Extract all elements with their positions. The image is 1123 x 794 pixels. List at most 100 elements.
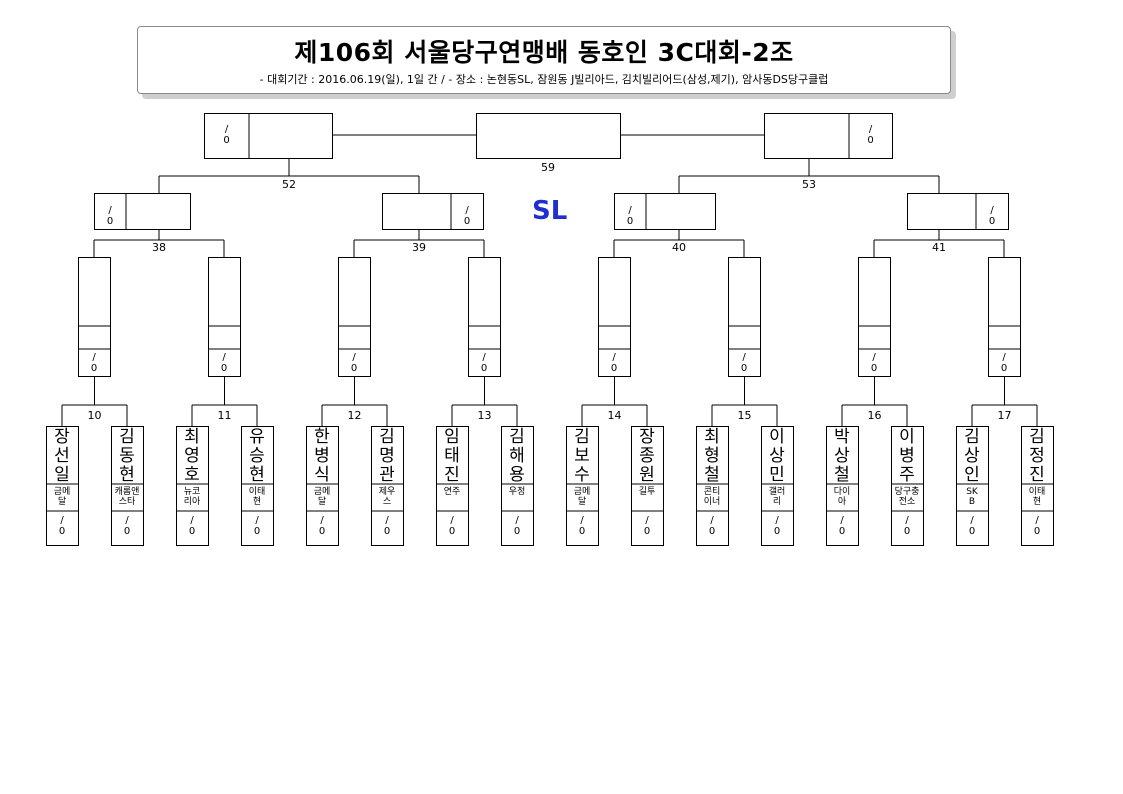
player-name-char: 상 — [769, 446, 785, 466]
player-name-char: 수 — [574, 465, 590, 485]
player-name-char: 용 — [509, 465, 525, 485]
match-number: 17 — [997, 409, 1012, 422]
player-name-char: 유 — [249, 427, 265, 447]
player-name-char: 임 — [444, 427, 460, 447]
player-name-char: 박 — [834, 427, 850, 447]
score-slot: / 0 — [90, 352, 98, 374]
round2-box — [728, 257, 761, 377]
player-name-char: 철 — [704, 465, 720, 485]
score-slot: / 0 — [480, 352, 488, 374]
player-name-char: 승 — [249, 446, 265, 466]
player-name-char: 일 — [54, 465, 70, 485]
quarter-box — [614, 193, 716, 230]
player-name-char: 김 — [964, 427, 980, 447]
player-name-char: 태 — [444, 446, 460, 466]
player-box — [46, 426, 79, 546]
player-club: 이태 현 — [248, 487, 266, 507]
player-club: 연주 — [443, 487, 461, 497]
player-box — [371, 426, 404, 546]
player-name-char: 원 — [639, 465, 655, 485]
player-name-char: 영 — [184, 446, 200, 466]
round2-box — [988, 257, 1021, 377]
score-slot: / 0 — [610, 352, 618, 374]
match-number: 52 — [282, 178, 296, 191]
player-club: 콘티 이너 — [703, 487, 721, 507]
player-name-char: 해 — [509, 446, 525, 466]
score-slot: / 0 — [220, 352, 228, 374]
score-slot: / 0 — [513, 515, 521, 537]
score-slot: / 0 — [383, 515, 391, 537]
player-club: 캐롬앤 스타 — [114, 487, 140, 507]
quarter-box — [382, 193, 484, 230]
score-slot: / 0 — [58, 515, 66, 537]
score-slot: / 0 — [123, 515, 131, 537]
player-box — [826, 426, 859, 546]
player-name-char: 김 — [1029, 427, 1045, 447]
round2-box — [598, 257, 631, 377]
match-number: 10 — [87, 409, 102, 422]
score-slot: / 0 — [578, 515, 586, 537]
match-number: 12 — [347, 409, 362, 422]
score-slot: / 0 — [643, 515, 651, 537]
player-box — [176, 426, 209, 546]
player-club: 뉴코 리아 — [183, 487, 201, 507]
player-name-char: 이 — [769, 427, 785, 447]
tournament-info: - 대회기간 : 2016.06.19(일), 1일 간 / - 장소 : 논현… — [259, 73, 829, 86]
score-slot: / 0 — [1033, 515, 1041, 537]
venue-mark: SL — [532, 196, 568, 226]
match-number: 41 — [932, 241, 946, 254]
score-slot: / 0 — [1000, 352, 1008, 374]
player-box — [696, 426, 729, 546]
score-slot: / 0 — [188, 515, 196, 537]
player-club: 갤러 리 — [768, 487, 786, 507]
player-name-char: 김 — [119, 427, 135, 447]
player-club: 우정 — [508, 487, 526, 497]
player-box — [241, 426, 274, 546]
player-club: 금메 달 — [313, 487, 331, 507]
player-name-char: 진 — [1029, 465, 1045, 485]
player-club: 다이 아 — [833, 487, 851, 507]
match-number: 59 — [541, 161, 555, 174]
player-box — [761, 426, 794, 546]
player-club: 당구충 전소 — [894, 487, 920, 507]
title-box: 제106회 서울당구연맹배 동호인 3C대회-2조 - 대회기간 : 2016.… — [137, 26, 951, 94]
match-number: 15 — [737, 409, 752, 422]
player-name-char: 철 — [834, 465, 850, 485]
score-slot: / 0 — [773, 515, 781, 537]
player-name-char: 김 — [574, 427, 590, 447]
player-name-char: 병 — [314, 446, 330, 466]
score-slot: / 0 — [223, 124, 230, 146]
player-name-char: 장 — [639, 427, 655, 447]
match-number: 38 — [152, 241, 166, 254]
quarter-box — [907, 193, 1009, 230]
player-name-char: 형 — [704, 446, 720, 466]
score-slot: / 0 — [463, 205, 471, 227]
player-name-char: 현 — [249, 465, 265, 485]
score-slot: / 0 — [708, 515, 716, 537]
player-box — [891, 426, 924, 546]
player-club: 제우 스 — [378, 487, 396, 507]
match-number: 14 — [607, 409, 622, 422]
score-slot: / 0 — [968, 515, 976, 537]
player-name-char: 상 — [834, 446, 850, 466]
player-name-char: 민 — [769, 465, 785, 485]
player-name-char: 보 — [574, 446, 590, 466]
player-name-char: 진 — [444, 465, 460, 485]
match-number: 11 — [217, 409, 232, 422]
round2-box — [78, 257, 111, 377]
player-club: 이태 현 — [1028, 487, 1046, 507]
match-number: 16 — [867, 409, 882, 422]
player-club: 금메 달 — [573, 487, 591, 507]
player-box — [501, 426, 534, 546]
semifinal-box — [204, 113, 333, 159]
